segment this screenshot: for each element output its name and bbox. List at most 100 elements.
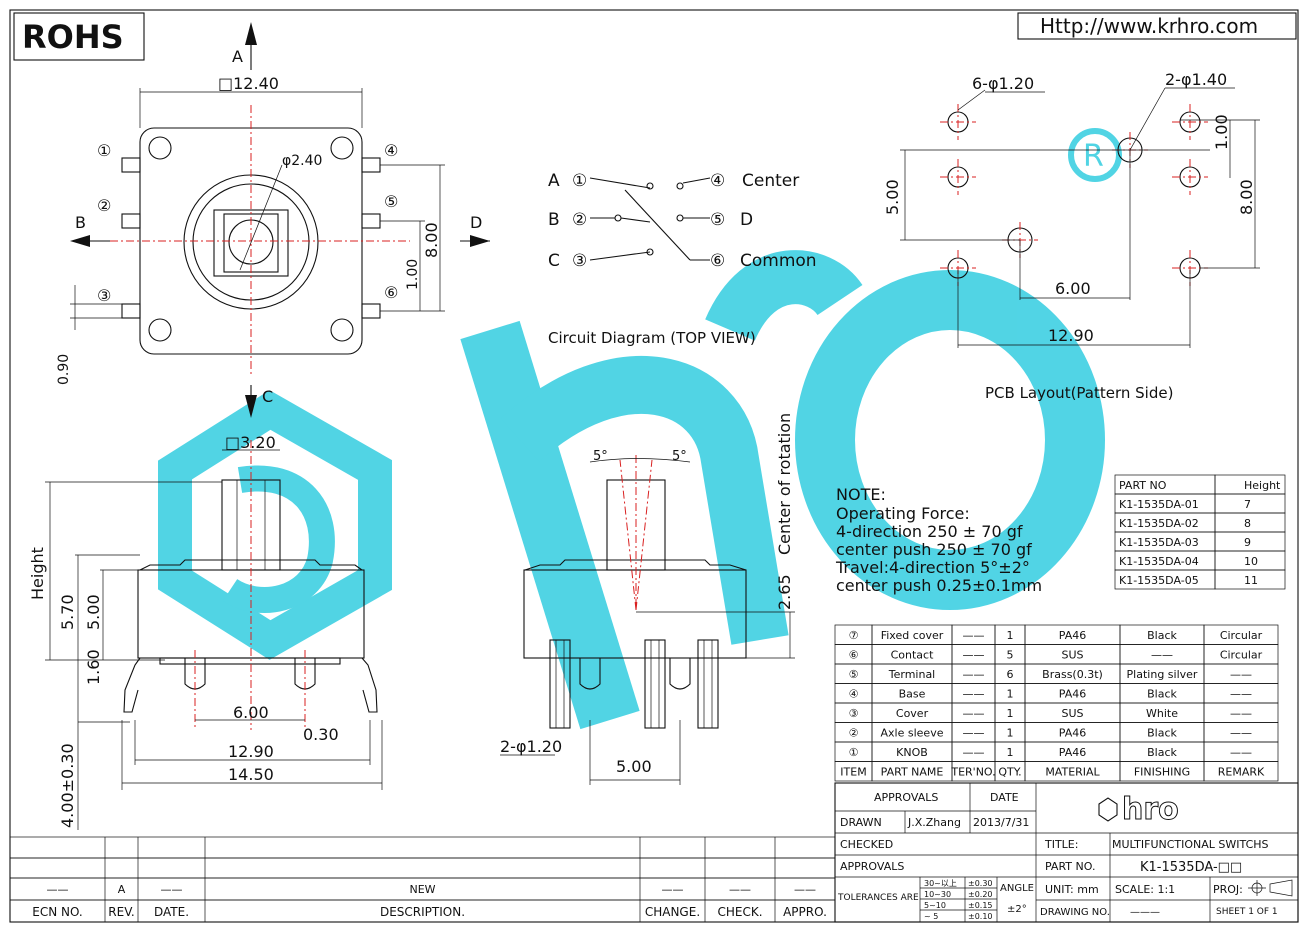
circuit-p6: ⑥: [710, 251, 725, 271]
tol-range: 30~以上: [924, 879, 957, 888]
parts-cell: 7: [1244, 498, 1251, 511]
tol-value: ±0.20: [968, 890, 993, 899]
pcb-title: PCB Layout(Pattern Side): [985, 384, 1173, 402]
rev-cell: ——: [794, 883, 816, 896]
rev-cell: NEW: [409, 883, 435, 896]
pcb-d500: 5.00: [883, 179, 902, 215]
bom-cell: 1: [1007, 746, 1014, 759]
bom-cell: 6: [1007, 668, 1014, 681]
pcb-hole: [1172, 159, 1208, 195]
front-ang1: 5°: [593, 449, 608, 464]
rev-header: ECN NO.: [32, 905, 83, 919]
tb-partno-label: PART NO.: [1045, 860, 1095, 873]
bom-cell: ——: [1230, 727, 1252, 740]
rev-cell: A: [118, 883, 126, 896]
bom-cell: Terminal: [888, 668, 936, 681]
rev-header: REV.: [108, 905, 134, 919]
dir-a-label: A: [232, 47, 243, 66]
bom-cell: KNOB: [896, 746, 928, 759]
rev-header: APPRO.: [783, 905, 827, 919]
front-view: [500, 455, 795, 785]
rohs-box: [13, 12, 145, 61]
bom-cell: ——: [963, 668, 985, 681]
pcb-hole: [940, 159, 976, 195]
pcb-hole6: 6-φ1.20: [972, 74, 1034, 93]
parts-cell: K1-1535DA-02: [1119, 517, 1199, 530]
bom-cell: 1: [1007, 727, 1014, 740]
side-d1450: 14.50: [228, 765, 274, 784]
bom-cell: 1: [1007, 629, 1014, 642]
bom-cell: PA46: [1059, 727, 1086, 740]
tb-angle-tol: ±2°: [1007, 904, 1027, 915]
bom-cell: Circular: [1220, 629, 1263, 642]
d400-label: 4.00±0.30: [58, 743, 77, 828]
tol-range: ~ 5: [924, 912, 938, 921]
circuit-center: Center: [742, 171, 799, 191]
bom-cell: ④: [849, 688, 859, 701]
bom-cell: ①: [849, 746, 859, 759]
bom-cell: ⑥: [849, 649, 859, 662]
parts-cell: K1-1535DA-01: [1119, 498, 1199, 511]
bom-header: QTY.: [998, 766, 1021, 779]
rev-header: CHANGE.: [645, 905, 700, 919]
circuit-b: B: [548, 210, 560, 230]
note-line: center push 0.25±0.1mm: [836, 576, 1042, 595]
front-hole: 2-φ1.20: [500, 737, 562, 756]
tb-proj: PROJ:: [1213, 883, 1243, 896]
circuit-p2: ②: [572, 210, 587, 230]
tb-drawing-no-val: ———: [1130, 907, 1160, 918]
bom-cell: PA46: [1059, 629, 1086, 642]
pcb-d800: 8.00: [1237, 179, 1256, 215]
knob-dia-label: φ2.40: [282, 153, 322, 169]
bom-cell: Circular: [1220, 649, 1263, 662]
tb-drawing-no: DRAWING NO.: [1040, 907, 1110, 918]
front-ang2: 5°: [672, 449, 687, 464]
revision-block: ——A——NEW——————ECN NO.REV.DATE.DESCRIPTIO…: [9, 836, 836, 923]
bom-cell: Black: [1147, 688, 1177, 701]
rev-header: CHECK.: [717, 905, 762, 919]
tb-unit: UNIT: mm: [1045, 883, 1099, 896]
note-line: Travel:4-direction 5°±2°: [835, 558, 1030, 577]
tb-logo: hro: [1122, 792, 1179, 827]
side-d030: 0.30: [303, 725, 339, 744]
note-line: Operating Force:: [836, 504, 970, 523]
tol-value: ±0.15: [968, 901, 993, 910]
circuit-d: D: [740, 210, 753, 230]
bom-cell: ——: [1230, 707, 1252, 720]
tb-approvals: APPROVALS: [874, 791, 938, 804]
bom-cell: Black: [1147, 746, 1177, 759]
parts-cell: 8: [1244, 517, 1251, 530]
rev-cell: ——: [729, 883, 751, 896]
pin2-label: ②: [97, 196, 111, 215]
bom-cell: ⑦: [849, 629, 859, 642]
url-box: [1017, 12, 1297, 40]
bom-cell: PA46: [1059, 688, 1086, 701]
note-line: 4-direction 250 ± 70 gf: [836, 522, 1023, 541]
bom-cell: PA46: [1059, 746, 1086, 759]
rev-cell: ——: [47, 883, 69, 896]
url-label: Http://www.krhro.com: [1040, 14, 1258, 38]
bom-cell: 1: [1007, 707, 1014, 720]
tb-drawn: DRAWN: [840, 816, 882, 829]
circuit-p5: ⑤: [710, 210, 725, 230]
front-rot: Center of rotation: [775, 413, 794, 555]
parts-header: Height: [1244, 479, 1281, 492]
stem-label: □3.20: [225, 433, 276, 452]
tol-range: 10~30: [924, 890, 951, 899]
tb-approvals2: APPROVALS: [840, 860, 904, 873]
tb-date: DATE: [990, 791, 1019, 804]
bom-cell: 5: [1007, 649, 1014, 662]
front-d265: 2.65: [775, 574, 794, 610]
circuit-p4: ④: [710, 171, 725, 191]
tol-value: ±0.30: [968, 879, 993, 888]
bom-cell: ——: [1230, 688, 1252, 701]
top-size-label: □12.40: [218, 74, 279, 93]
rohs-label: ROHS: [22, 18, 124, 56]
pcb-layout: [900, 87, 1260, 348]
note-line: center push 250 ± 70 gf: [836, 540, 1032, 559]
side-d600: 6.00: [233, 703, 269, 722]
bom-cell: Axle sleeve: [881, 727, 944, 740]
note-block: NOTE: Operating Force: 4-direction 250 ±…: [835, 485, 1042, 595]
